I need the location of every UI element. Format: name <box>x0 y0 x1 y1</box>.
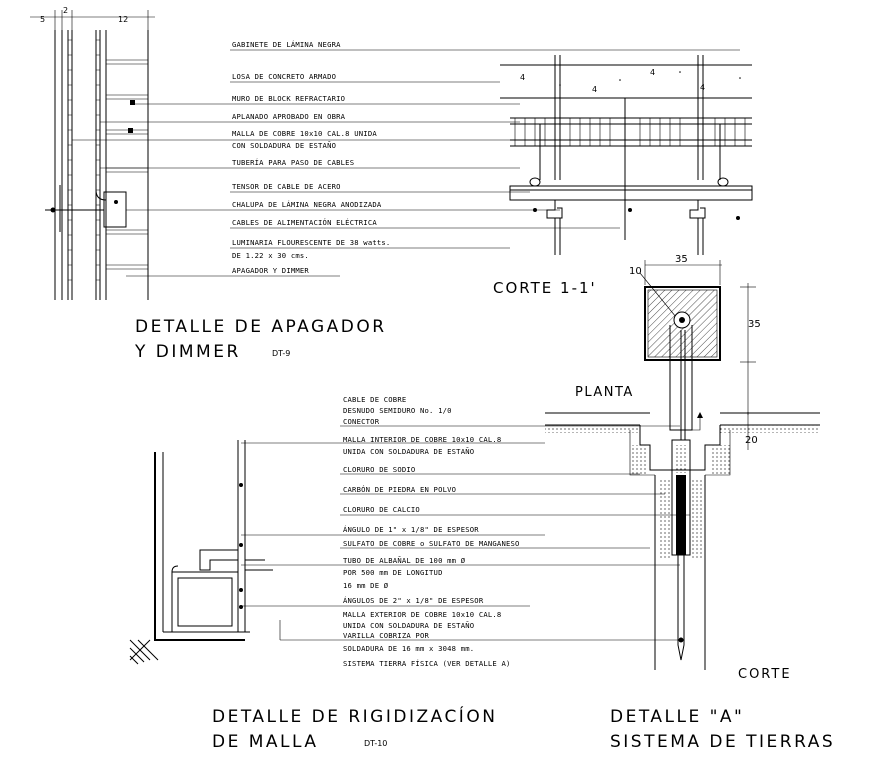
title-corte-1-1: CORTE 1-1' <box>493 279 597 297</box>
dim-35-side: 35 <box>748 319 761 330</box>
top-leaders <box>72 49 740 277</box>
label-tensor: TENSOR DE CABLE DE ACERO <box>232 182 341 191</box>
label-muro: MURO DE BLOCK REFRACTARIO <box>232 94 345 103</box>
label-tubo: TUBO DE ALBAÑAL DE 100 mm Ø <box>343 556 466 565</box>
label-angulos-2: ÁNGULOS DE 2" x 1/8" DE ESPESOR <box>343 596 484 605</box>
dim-12: 12 <box>118 15 128 24</box>
label-angulo-1: ÁNGULO DE 1" x 1/8" DE ESPESOR <box>343 525 479 534</box>
bottom-callouts: CABLE DE COBRE DESNUDO SEMIDURO No. 1/0 … <box>343 395 520 668</box>
dim-35-top: 35 <box>675 254 688 265</box>
label-longitud: POR 500 mm DE LONGITUD <box>343 568 443 577</box>
svg-text:4: 4 <box>592 85 597 94</box>
svg-text:4: 4 <box>650 68 655 77</box>
title-rigid-line1: DETALLE DE RIGIDIZACÍON <box>212 705 497 727</box>
wall-section <box>45 30 149 300</box>
label-carbon: CARBÓN DE PIEDRA EN POLVO <box>343 485 456 494</box>
dim-20: 20 <box>745 435 758 446</box>
label-cloruro-calcio: CLORURO DE CALCIO <box>343 505 420 514</box>
label-malla-2: CON SOLDADURA DE ESTAÑO <box>232 141 336 150</box>
label-luminaria-1: LUMINARIA FLOURESCENTE DE 38 watts. <box>232 238 390 247</box>
code-dt10: DT-10 <box>364 739 387 748</box>
label-apagador: APAGADOR Y DIMMER <box>232 266 309 275</box>
label-cables: CABLES DE ALIMENTACIÓN ELÉCTRICA <box>232 218 377 227</box>
label-desnudo: DESNUDO SEMIDURO No. 1/0 <box>343 406 452 415</box>
label-malla-interior-2: UNIDA CON SOLDADURA DE ESTAÑO <box>343 447 474 456</box>
top-callouts: GABINETE DE LÁMINA NEGRA LOSA DE CONCRET… <box>232 40 390 275</box>
label-malla-exterior-1: MALLA EXTERIOR DE COBRE 10x10 CAL.8 <box>343 610 501 619</box>
dim-10: 10 <box>629 266 642 277</box>
label-cloruro-sodio: CLORURO DE SODIO <box>343 465 415 474</box>
label-chalupa: CHALUPA DE LÁMINA NEGRA ANODIZADA <box>232 200 382 209</box>
title-apagador-line1: DETALLE DE APAGADOR <box>135 317 387 337</box>
title-apagador-line2: Y DIMMER <box>134 342 241 362</box>
title-detalle-a-line2: SISTEMA DE TIERRAS <box>610 732 835 752</box>
bottom-leaders <box>241 425 690 641</box>
ceiling-section: 4 4 4 4 <box>500 55 753 255</box>
title-corte: CORTE <box>738 667 792 682</box>
label-soldadura: SOLDADURA DE 16 mm x 3048 mm. <box>343 644 474 653</box>
code-dt9: DT-9 <box>272 349 290 358</box>
label-losa: LOSA DE CONCRETO ARMADO <box>232 72 336 81</box>
label-malla-1: MALLA DE COBRE 10x10 CAL.8 UNIDA <box>232 129 377 138</box>
label-cable-cobre: CABLE DE COBRE <box>343 395 406 404</box>
label-sulfato: SULFATO DE COBRE o SULFATO DE MANGANESO <box>343 539 520 548</box>
label-16mm: 16 mm DE Ø <box>343 581 389 590</box>
planta-view: 35 10 35 <box>629 254 761 415</box>
title-detalle-a-line1: DETALLE "A" <box>610 707 744 727</box>
rigid-detail <box>129 440 273 665</box>
label-malla-exterior-2: UNIDA CON SOLDADURA DE ESTAÑO <box>343 621 474 630</box>
label-malla-interior-1: MALLA INTERIOR DE COBRE 10x10 CAL.8 <box>343 435 501 444</box>
title-rigid-line2: DE MALLA <box>212 732 319 752</box>
label-varilla: VARILLA COBRIZA POR <box>343 631 429 640</box>
ground-section: 20 <box>545 325 820 670</box>
label-conector: CONECTOR <box>343 417 380 426</box>
dim-2: 2 <box>63 6 68 15</box>
label-gabinete: GABINETE DE LÁMINA NEGRA <box>232 40 341 49</box>
label-sistema-tierra: SISTEMA TIERRA FÍSICA (VER DETALLE A) <box>343 659 511 668</box>
label-tuberia: TUBERÍA PARA PASO DE CABLES <box>232 158 354 167</box>
svg-text:4: 4 <box>520 73 525 82</box>
label-luminaria-2: DE 1.22 x 30 cms. <box>232 251 309 260</box>
title-planta: PLANTA <box>575 385 634 400</box>
label-aplanado: APLANADO APROBADO EN OBRA <box>232 112 346 121</box>
top-dimensions: 5 2 12 <box>30 6 155 30</box>
dim-5: 5 <box>40 15 45 24</box>
